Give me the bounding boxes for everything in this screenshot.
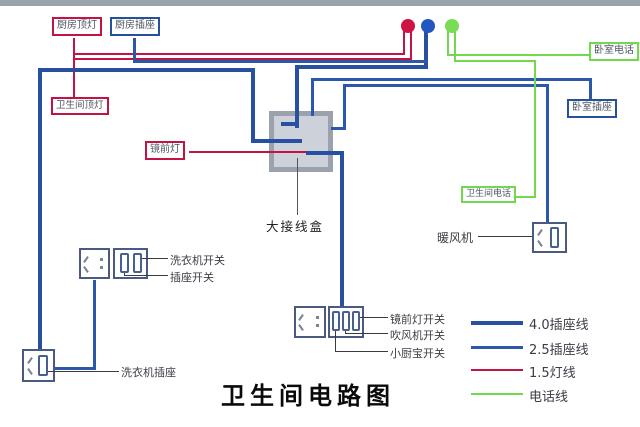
legend-swatch-40 xyxy=(471,321,523,325)
wire-phone-bath-entry xyxy=(507,196,536,198)
socket-switch-label: 插座开关 xyxy=(170,271,214,284)
washer-switch-pointer xyxy=(142,258,168,259)
wire-40-left-riser xyxy=(251,68,255,143)
hair-dryer-switch-label: 吹风机开关 xyxy=(390,329,445,342)
mirror-light-label: 镜前灯 xyxy=(145,141,185,160)
socket-switch-rocker xyxy=(120,253,129,273)
wire-25-washer-link-horizontal xyxy=(53,367,96,370)
wire-25-fan-riser xyxy=(343,84,346,130)
socket-switch-pointer xyxy=(124,275,168,276)
wire-phone-bath-drop xyxy=(534,60,536,198)
water-heater-switch-label: 小厨宝开关 xyxy=(390,347,445,360)
bedroom-socket-label: 卧室插座 xyxy=(567,99,617,118)
socket-feed-dot xyxy=(421,19,435,33)
kitchen-light-text: 厨房顶灯 xyxy=(57,20,97,31)
junction-box-leader-line xyxy=(297,158,298,215)
wire-light-feed-1-horizontal xyxy=(73,53,405,55)
wire-40-feed-horizontal xyxy=(295,65,428,69)
wire-phone-feed-stem-2 xyxy=(454,30,456,62)
wire-40-to-washer-socket xyxy=(38,68,42,352)
water-heater-switch-rocker xyxy=(332,311,340,331)
socket-prong xyxy=(316,324,319,327)
bedroom-phone-label: 卧室电话 xyxy=(589,42,639,61)
diagram-title: 卫生间电路图 xyxy=(221,384,395,410)
wire-25-fan-box-exit xyxy=(331,127,346,130)
wire-40-into-junction-box xyxy=(295,65,299,128)
legend-label-15: 1.5灯线 xyxy=(529,366,576,381)
wire-phone-bedroom-run xyxy=(447,54,591,56)
legend-swatch-15 xyxy=(471,369,523,371)
mirror-light-switch-rocker xyxy=(352,311,360,331)
mirror-light-switch-pointer xyxy=(357,317,388,318)
legend-swatch-phone xyxy=(471,393,523,395)
bedroom-socket-text: 卧室插座 xyxy=(572,102,612,113)
legend-label-40: 4.0插座线 xyxy=(529,318,589,333)
kitchen-light-label: 厨房顶灯 xyxy=(52,17,102,36)
fan-heater-rocker xyxy=(550,227,559,248)
wire-40-to-switchbank xyxy=(340,151,344,309)
wire-mirror-light-line xyxy=(189,151,310,153)
wire-40-switchbank-exit xyxy=(306,151,344,155)
mirror-light-switch-label: 镜前灯开关 xyxy=(390,313,445,326)
junction-box-label: 大接线盒 xyxy=(266,219,325,234)
wire-light-feed-1-riser xyxy=(403,28,405,55)
switchbank-socket-box xyxy=(294,306,326,338)
bath-phone-label: 卫生间电话 xyxy=(461,186,517,204)
water-heater-switch-pointer xyxy=(335,351,388,352)
washer-switch-box xyxy=(113,248,148,279)
wire-25-fan-drop xyxy=(546,84,549,226)
wire-40-feed-stem xyxy=(424,30,428,69)
wire-light-feed-2-riser xyxy=(410,28,412,60)
wire-40-left-run xyxy=(38,68,255,72)
kitchen-socket-text: 厨房插座 xyxy=(115,20,155,31)
fan-heater-socket-box xyxy=(532,222,567,253)
washer-socket-rocker xyxy=(38,355,48,376)
ceiling-conduit-bar xyxy=(0,0,640,6)
bath-light-label: 卫生间顶灯 xyxy=(51,97,109,115)
hair-dryer-switch-rocker xyxy=(342,311,350,331)
socket-prong xyxy=(100,266,103,269)
washer-switch-rocker xyxy=(133,253,142,273)
wire-25-bedroom-into-box xyxy=(311,78,314,116)
washer-switch-label: 洗衣机开关 xyxy=(170,254,225,267)
wire-25-bedroom-run xyxy=(311,78,592,81)
wire-25-kitchen-socket-stem xyxy=(133,38,136,63)
mirror-light-text: 镜前灯 xyxy=(150,144,180,155)
wire-phone-bath-run xyxy=(454,60,536,62)
bath-light-text: 卫生间顶灯 xyxy=(56,100,104,111)
wire-40-junction-exit-left xyxy=(251,139,302,143)
wire-40-junction-hook xyxy=(281,122,299,126)
wire-phone-feed-stem-1 xyxy=(447,30,449,56)
phone-feed-dot xyxy=(445,19,459,33)
wire-25-kitchen-socket-run xyxy=(133,60,427,63)
wire-25-washer-link-vertical xyxy=(93,280,96,370)
wire-25-bedroom-socket-drop xyxy=(589,78,592,102)
water-heater-switch-pointer-v xyxy=(335,329,336,352)
bath-phone-text: 卫生间电话 xyxy=(466,189,512,199)
washer-area-socket-box xyxy=(79,248,110,279)
kitchen-socket-label: 厨房插座 xyxy=(110,17,160,36)
legend-label-phone: 电话线 xyxy=(529,390,569,405)
hair-dryer-switch-pointer xyxy=(345,333,388,334)
fan-heater-pointer xyxy=(478,236,532,237)
legend-swatch-25 xyxy=(471,346,523,349)
washer-socket-label: 洗衣机插座 xyxy=(121,366,176,379)
legend-label-25: 2.5插座线 xyxy=(529,343,589,358)
fan-heater-label: 暖风机 xyxy=(437,231,474,245)
bedroom-phone-text: 卧室电话 xyxy=(594,45,634,56)
socket-prong xyxy=(316,316,319,319)
wire-25-fan-run xyxy=(343,84,549,87)
socket-prong xyxy=(100,258,103,261)
washer-socket-pointer xyxy=(45,371,119,372)
light-feed-dot xyxy=(401,19,415,33)
wire-light-feed-2-horizontal xyxy=(73,58,412,60)
